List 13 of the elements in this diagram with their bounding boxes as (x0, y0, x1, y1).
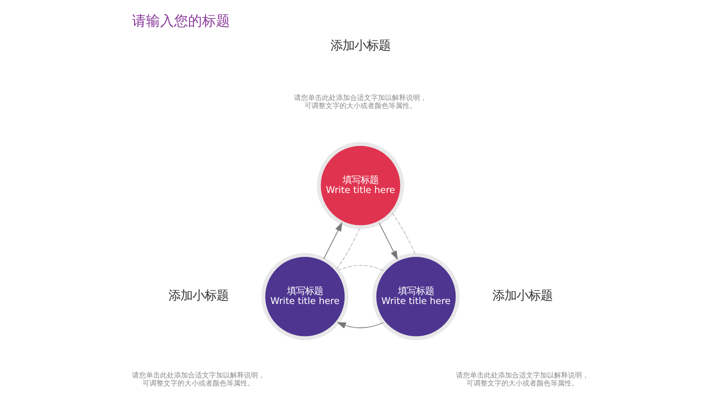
label: 添加小标题 (168, 288, 228, 303)
arrow (336, 322, 384, 328)
node-circle: 填写标题 Write title here (260, 253, 348, 340)
arrow (378, 222, 398, 260)
node-circle: 填写标题 Write title here (316, 142, 404, 230)
connector (391, 212, 416, 256)
diagram-title: 请输入您的标题 (132, 13, 230, 30)
connector (336, 264, 384, 271)
node-circle: 填写标题 Write title here (372, 253, 460, 340)
connector (336, 227, 360, 270)
label: 添加小标题 (492, 288, 552, 303)
label: 添加小标题 (330, 38, 390, 53)
arrow (322, 222, 342, 260)
